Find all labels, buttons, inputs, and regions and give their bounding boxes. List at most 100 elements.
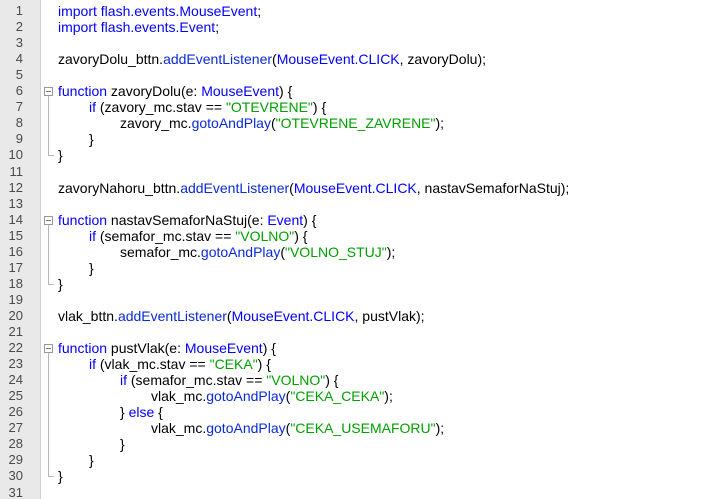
line-number: 1 xyxy=(15,3,23,18)
code-token-plain: ); xyxy=(435,115,445,132)
code-token-method: addEventListener xyxy=(163,51,273,68)
code-token-plain: ) { xyxy=(294,227,308,244)
code-token-method: gotoAndPlay xyxy=(200,243,281,260)
code-line: } xyxy=(89,260,94,276)
code-token-method: gotoAndPlay xyxy=(191,115,271,132)
line-number: 10 xyxy=(8,147,23,163)
code-token-method: gotoAndPlay xyxy=(206,388,286,405)
fold-guide-line xyxy=(48,224,49,284)
code-token-string: "VOLNO" xyxy=(266,372,326,389)
code-token-plain: ) { xyxy=(257,356,271,373)
code-token-plain: { xyxy=(154,404,163,421)
code-token-keyword: function xyxy=(58,340,108,357)
code-token-method: addEventListener xyxy=(180,179,290,196)
code-token-plain: } xyxy=(89,131,94,148)
code-token-keyword: if xyxy=(89,227,96,244)
line-number: 19 xyxy=(8,291,23,307)
fold-collapse-icon[interactable] xyxy=(44,344,53,354)
line-number: 13 xyxy=(8,195,23,211)
code-token-string: "CEKA_CEKA" xyxy=(290,388,385,405)
line-number: 27 xyxy=(8,420,23,436)
line-number: 20 xyxy=(8,307,23,323)
code-line: zavory_mc.gotoAndPlay("OTEVRENE_ZAVRENE"… xyxy=(120,115,444,131)
code-token-plain: pustVlak(e: xyxy=(107,340,185,357)
code-token-string: "VOLNO" xyxy=(235,227,295,244)
code-token-plain: , zavoryDolu); xyxy=(399,51,487,68)
code-line: vlak_mc.gotoAndPlay("CEKA_USEMAFORU"); xyxy=(151,420,444,436)
code-token-plain: zavoryDolu(e: xyxy=(107,83,202,100)
code-line: vlak_mc.gotoAndPlay("CEKA_CEKA"); xyxy=(151,388,393,404)
fold-collapse-icon[interactable] xyxy=(44,215,53,225)
code-line: function zavoryDolu(e: MouseEvent) { xyxy=(58,83,292,99)
fold-end-mark xyxy=(48,155,54,157)
code-token-plain: vlak_bttn. xyxy=(58,307,118,324)
line-number: 18 xyxy=(8,275,23,291)
code-token-plain: zavoryDolu_bttn. xyxy=(58,51,164,68)
code-token-keyword: else xyxy=(128,404,155,421)
code-line: } xyxy=(58,276,63,292)
line-number: 21 xyxy=(8,324,23,339)
code-token-plain: ( xyxy=(285,388,291,405)
code-token-plain: } xyxy=(89,452,94,469)
code-text-area[interactable]: import flash.events.MouseEvent;import fl… xyxy=(58,0,698,499)
code-line: import flash.events.MouseEvent; xyxy=(58,3,261,19)
code-token-plain: ); xyxy=(384,388,393,405)
code-token-plain: (zavory_mc.stav == xyxy=(96,99,226,116)
code-token-type: flash.events.Event xyxy=(100,19,216,36)
code-token-string: "VOLNO_STUJ" xyxy=(285,243,387,260)
code-token-keyword: if xyxy=(89,99,96,116)
code-line: function pustVlak(e: MouseEvent) { xyxy=(58,340,276,356)
code-token-plain: ( xyxy=(226,307,232,324)
code-token-plain: (vlak_mc.stav == xyxy=(96,356,210,373)
code-token-keyword: if xyxy=(89,356,96,373)
code-token-plain: } xyxy=(120,436,125,453)
code-token-string: "CEKA" xyxy=(209,356,258,373)
code-token-plain: ) { xyxy=(303,211,317,228)
code-line: } xyxy=(58,468,63,484)
line-number: 24 xyxy=(8,372,23,388)
code-token-type: flash.events.MouseEvent xyxy=(100,3,258,19)
fold-end-mark xyxy=(48,283,54,285)
line-number: 9 xyxy=(15,131,23,147)
line-number: 11 xyxy=(9,163,24,179)
code-token-plain: } xyxy=(58,147,63,164)
line-number: 12 xyxy=(8,179,23,195)
code-token-keyword: function xyxy=(58,211,108,228)
line-number: 5 xyxy=(15,67,23,83)
fold-guide-line xyxy=(48,96,49,156)
fold-collapse-icon[interactable] xyxy=(44,87,53,97)
line-number: 26 xyxy=(8,404,23,420)
code-line: import flash.events.Event; xyxy=(58,19,219,35)
line-number: 4 xyxy=(15,51,23,67)
code-token-plain: nastavSemaforNaStuj(e: xyxy=(107,211,268,228)
code-line: } xyxy=(58,147,63,163)
code-token-string: "OTEVRENE_ZAVRENE" xyxy=(275,115,436,132)
code-line: semafor_mc.gotoAndPlay("VOLNO_STUJ"); xyxy=(120,244,395,260)
code-token-plain: ( xyxy=(270,115,276,132)
code-token-keyword: import xyxy=(58,3,97,19)
code-token-plain: ); xyxy=(386,243,396,260)
code-line: function nastavSemaforNaStuj(e: Event) { xyxy=(58,212,316,228)
line-number: 25 xyxy=(8,388,23,404)
code-token-plain: vlak_mc. xyxy=(151,420,207,437)
code-line: zavoryDolu_bttn.addEventListener(MouseEv… xyxy=(58,51,486,67)
line-number: 14 xyxy=(8,211,23,227)
code-token-keyword: if xyxy=(120,372,127,389)
code-token-plain: ) { xyxy=(325,372,339,389)
line-number: 3 xyxy=(15,35,23,51)
code-line: if (zavory_mc.stav == "OTEVRENE") { xyxy=(89,99,326,115)
line-number: 23 xyxy=(8,356,23,372)
code-token-keyword: import xyxy=(58,19,97,36)
line-number: 29 xyxy=(8,452,23,468)
code-token-plain: ); xyxy=(435,420,445,437)
code-line: if (vlak_mc.stav == "CEKA") { xyxy=(89,356,271,372)
code-token-type: MouseEvent.CLICK xyxy=(231,307,355,324)
code-line: vlak_bttn.addEventListener(MouseEvent.CL… xyxy=(58,308,425,324)
line-number: 17 xyxy=(8,259,23,275)
code-token-plain: } xyxy=(120,404,129,421)
code-line: } xyxy=(89,452,94,468)
code-token-method: addEventListener xyxy=(117,307,227,324)
line-number: 28 xyxy=(8,436,23,452)
